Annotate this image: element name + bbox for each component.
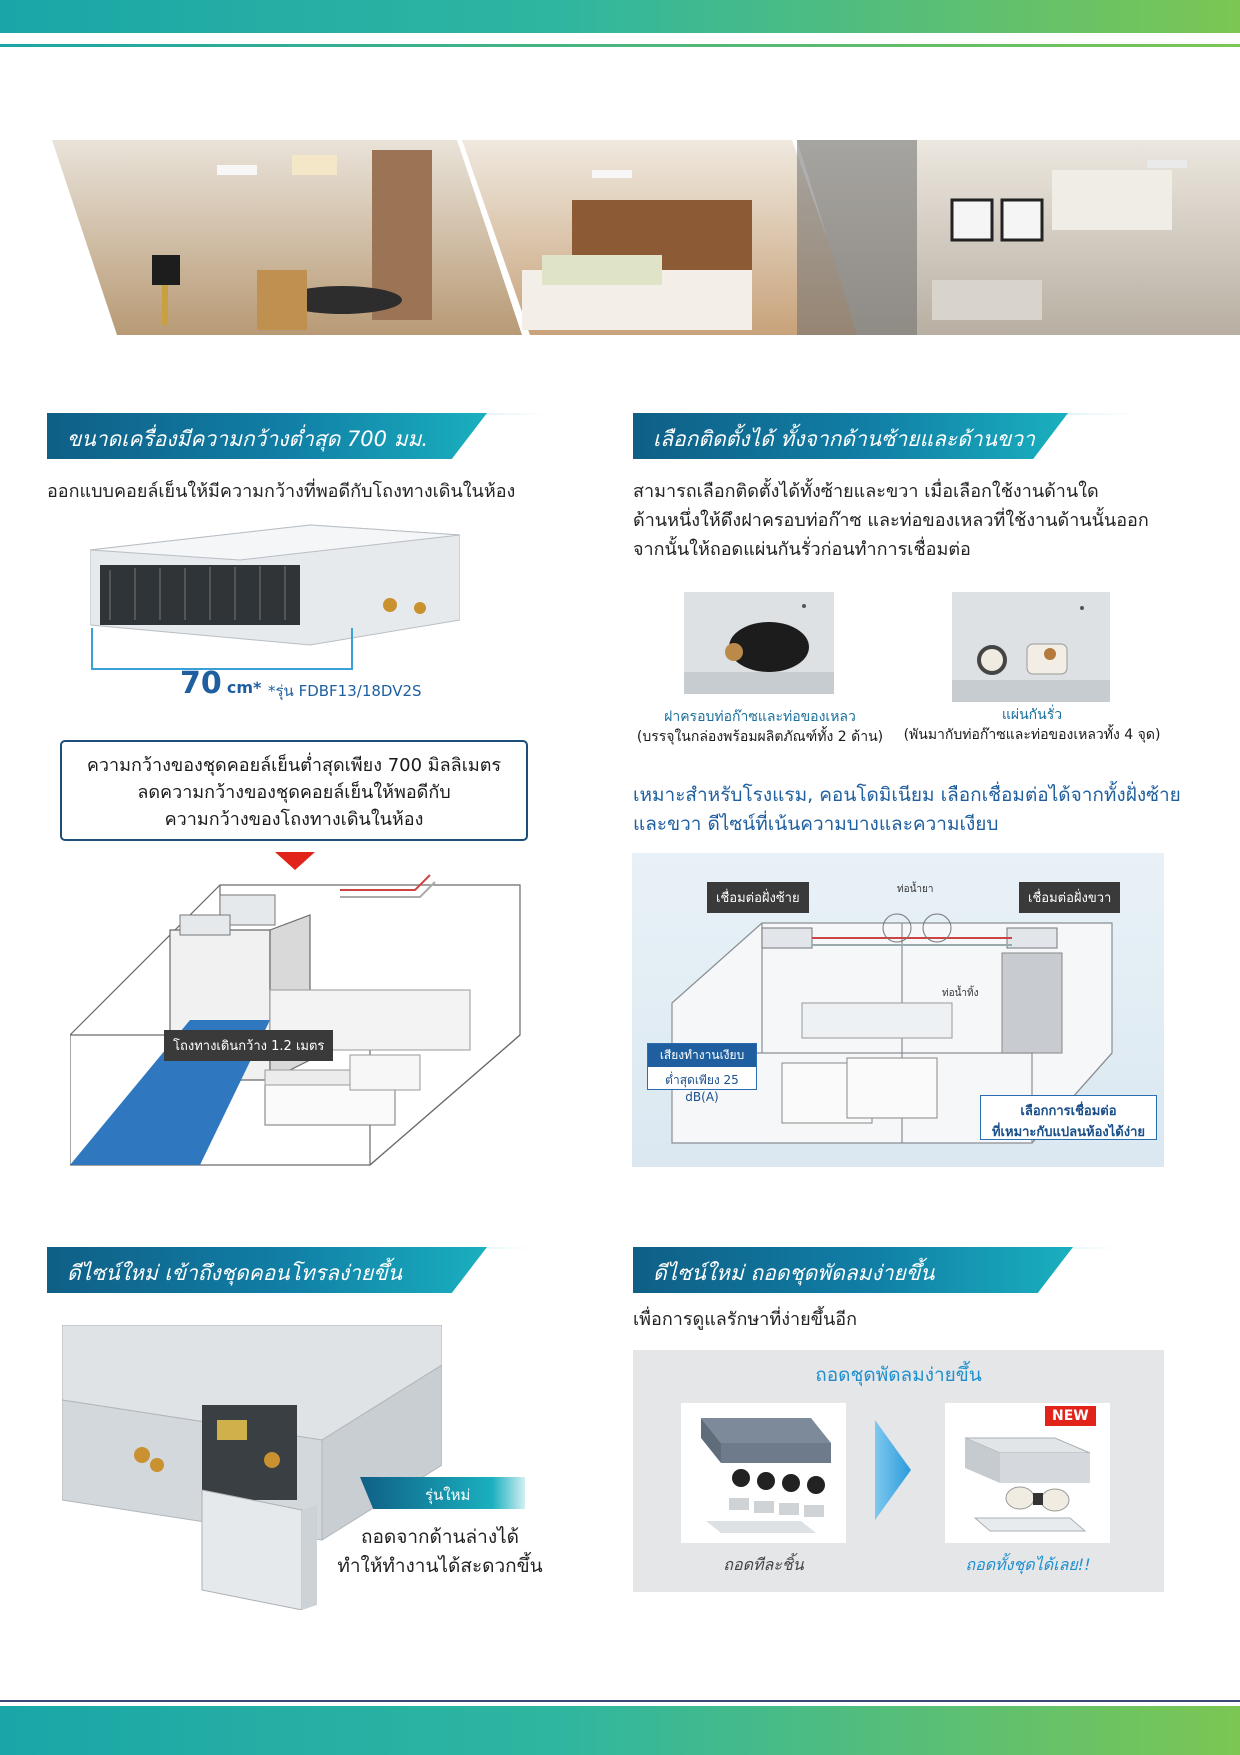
arrow-right-icon xyxy=(875,1420,911,1520)
drain-pipe-label: ท่อน้ำทิ้ง xyxy=(942,988,979,999)
section4-intro: เพื่อการดูแลรักษาที่ง่ายขึ้นอีก xyxy=(633,1309,857,1330)
suitable-line-1: เหมาะสำหรับโรงแรม, คอนโดมิเนียม เลือกเชื… xyxy=(633,784,1181,806)
quiet-value: ต่ำสุดเพียง 25 dB(A) xyxy=(665,1073,739,1104)
down-arrow-red xyxy=(275,852,315,870)
dimension-unit: cm* xyxy=(226,678,262,697)
new-model-tag-text: รุ่นใหม่ xyxy=(425,1486,471,1504)
dimension-label: 70 cm* xyxy=(180,666,261,701)
photo-dining-room xyxy=(52,140,522,335)
suitable-line-2: และขวา ดีไซน์ที่เน้นความบางและความเงียบ xyxy=(633,813,999,835)
old-method-image xyxy=(681,1403,846,1543)
choose-line-2: ที่เหมาะกับแปลนห้องได้ง่าย xyxy=(991,1125,1145,1140)
section2-heading: เลือกติดตั้งได้ ทั้งจากด้านซ้ายและด้านขว… xyxy=(633,413,1133,459)
bottom-gradient-bar xyxy=(0,1706,1240,1755)
section4-heading: ดีไซน์ใหม่ ถอดชุดพัดลมง่ายขึ้น xyxy=(633,1247,1118,1293)
photo-bedroom xyxy=(462,140,862,335)
old-method-caption: ถอดทีละชิ้น xyxy=(723,1555,804,1574)
new-method-image: NEW xyxy=(945,1403,1110,1543)
hero-photos xyxy=(52,140,1240,335)
section3-heading-text: ดีไซน์ใหม่ เข้าถึงชุดคอนโทรลง่ายขึ้น xyxy=(67,1261,402,1285)
section3-heading: ดีไซน์ใหม่ เข้าถึงชุดคอนโทรลง่ายขึ้น xyxy=(47,1247,532,1293)
ducted-unit-image xyxy=(89,520,461,660)
choose-line-1: เลือกการเชื่อมต่อ xyxy=(1020,1104,1117,1119)
room-corridor-diagram xyxy=(69,870,530,1170)
section4-heading-text: ดีไซน์ใหม่ ถอดชุดพัดลมง่ายขึ้น xyxy=(653,1261,935,1285)
pipe-cover-caption-note: (บรรจุในกล่องพร้อมผลิตภัณฑ์ทั้ง 2 ด้าน) xyxy=(636,729,884,745)
section1-heading: ขนาดเครื่องมีความกว้างต่ำสุด 700 มม. xyxy=(47,413,547,459)
seal-sheet-photo xyxy=(952,592,1110,702)
section2-intro-line-3: จากนั้นให้ถอดแผ่นกันรั่วก่อนทำการเชื่อมต… xyxy=(633,539,971,560)
top-gradient-bar xyxy=(0,0,1240,33)
section1-heading-text: ขนาดเครื่องมีความกว้างต่ำสุด 700 มม. xyxy=(67,427,429,451)
dimension-bracket xyxy=(91,628,353,670)
callout-line-1: ความกว้างของชุดคอยล์เย็นต่ำสุดเพียง 700 … xyxy=(86,755,502,776)
section3-desc: ถอดจากด้านล่างได้ ทำให้ทำงานได้สะดวกขึ้น xyxy=(330,1523,550,1581)
seal-sheet-caption-note: (พันมากับท่อก๊าซและท่อของเหลวทั้ง 4 จุด) xyxy=(903,727,1161,743)
fan-removal-panel: ถอดชุดพัดลมง่ายขึ้น ถอดทีละชิ้น NEW ถอดท… xyxy=(633,1350,1164,1592)
seal-sheet-caption-title: แผ่นกันรั่ว xyxy=(1001,707,1063,723)
pipe-cover-photo xyxy=(684,592,834,694)
section3-desc-line-1: ถอดจากด้านล่างได้ xyxy=(360,1526,520,1548)
callout-line-3: ความกว้างของโถงทางเดินในห้อง xyxy=(164,809,424,830)
section3-desc-line-2: ทำให้ทำงานได้สะดวกขึ้น xyxy=(337,1555,543,1577)
callout-line-2: ลดความกว้างของชุดคอยล์เย็นให้พอดีกับ xyxy=(137,782,451,803)
section2-intro: สามารถเลือกติดตั้งได้ทั้งซ้ายและขวา เมื่… xyxy=(633,477,1193,564)
new-model-tag: รุ่นใหม่ xyxy=(360,1477,525,1509)
choose-connection-box: เลือกการเชื่อมต่อ ที่เหมาะกับแปลนห้องได้… xyxy=(980,1095,1157,1140)
suitable-for-text: เหมาะสำหรับโรงแรม, คอนโดมิเนียม เลือกเชื… xyxy=(633,781,1213,839)
quiet-title: เสียงทำงานเงียบ xyxy=(648,1044,756,1067)
bottom-divider xyxy=(0,1700,1240,1702)
model-note: *รุ่น FDBF13/18DV2S xyxy=(268,682,422,700)
quiet-operation-box: เสียงทำงานเงียบ ต่ำสุดเพียง 25 dB(A) xyxy=(647,1043,757,1104)
section2-intro-line-1: สามารถเลือกติดตั้งได้ทั้งซ้ายและขวา เมื่… xyxy=(633,481,1099,502)
section1-intro: ออกแบบคอยล์เย็นให้มีความกว้างที่พอดีกับโ… xyxy=(47,481,516,502)
new-method-caption: ถอดทั้งชุดได้เลย!! xyxy=(965,1555,1091,1574)
right-connection-label: เชื่อมต่อฝั่งขวา xyxy=(1019,882,1121,913)
corridor-width-label: โถงทางเดินกว้าง 1.2 เมตร xyxy=(164,1030,334,1061)
top-divider xyxy=(0,44,1240,47)
dimension-value: 70 xyxy=(180,666,222,701)
fan-panel-title: ถอดชุดพัดลมง่ายขึ้น xyxy=(815,1364,982,1386)
section2-intro-line-2: ด้านหนึ่งให้ดึงฝาครอบท่อก๊าซ และท่อของเห… xyxy=(633,510,1149,531)
left-connection-label: เชื่อมต่อฝั่งซ้าย xyxy=(707,882,809,913)
new-badge: NEW xyxy=(1045,1406,1096,1426)
refrigerant-pipe-label: ท่อน้ำยา xyxy=(897,884,934,895)
photo-living-room xyxy=(797,140,1240,335)
seal-sheet-caption: แผ่นกันรั่ว (พันมากับท่อก๊าซและท่อของเหล… xyxy=(900,705,1164,745)
width-callout-box: ความกว้างของชุดคอยล์เย็นต่ำสุดเพียง 700 … xyxy=(60,740,528,841)
control-box-image xyxy=(61,1324,443,1611)
pipe-cover-caption-title: ฝาครอบท่อก๊าซและท่อของเหลว xyxy=(664,709,856,725)
pipe-cover-caption: ฝาครอบท่อก๊าซและท่อของเหลว (บรรจุในกล่อง… xyxy=(630,707,890,747)
hero-photo-strip xyxy=(52,140,1240,335)
section2-heading-text: เลือกติดตั้งได้ ทั้งจากด้านซ้ายและด้านขว… xyxy=(653,427,1035,451)
